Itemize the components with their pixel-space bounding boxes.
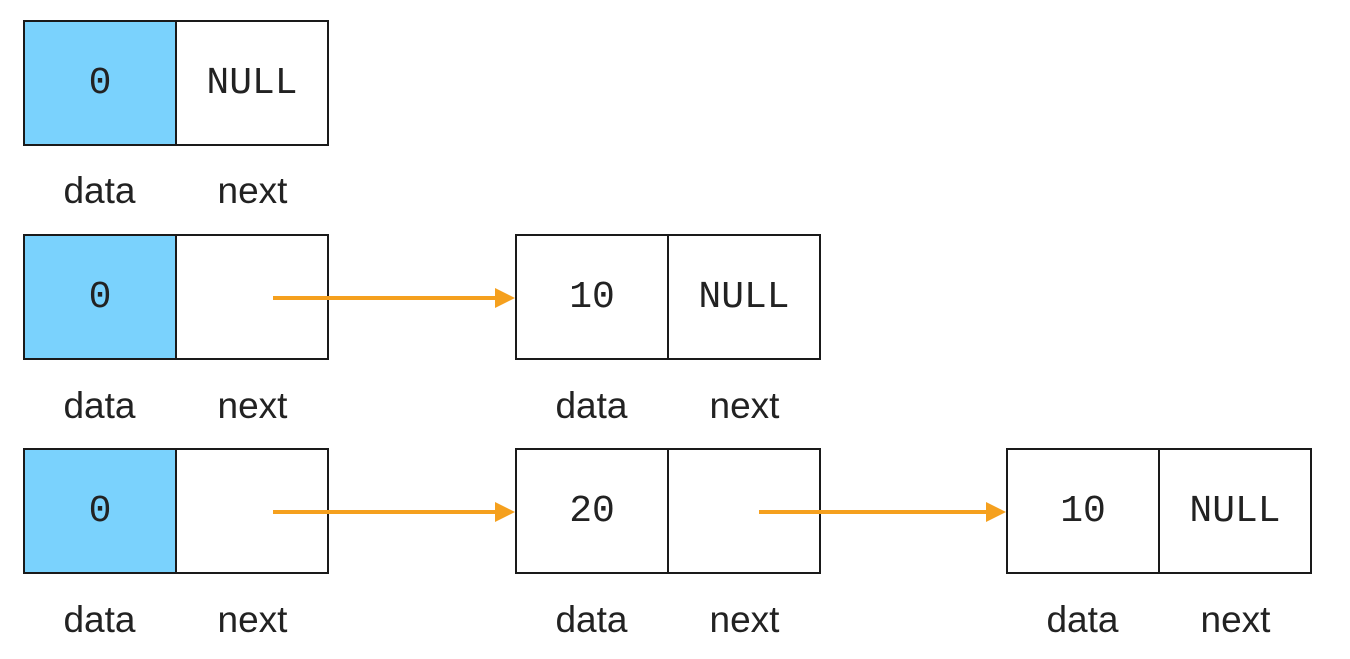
next-field-label: next	[217, 385, 288, 426]
node-data-cell: 0	[25, 450, 175, 572]
list-node: 10 NULL	[1006, 448, 1312, 574]
list-node: 0	[23, 234, 329, 360]
next-field-label: next	[1200, 599, 1271, 640]
node-field-labels: data next	[515, 595, 821, 645]
node-field-labels: data next	[515, 381, 821, 431]
node-data-cell: 20	[569, 489, 615, 533]
node-field-labels: data next	[23, 166, 329, 216]
node-data-cell: 0	[25, 22, 175, 144]
node-next-cell	[175, 450, 327, 572]
data-field-label: data	[1046, 599, 1119, 640]
node-data-cell: 10	[1060, 489, 1106, 533]
list-node: 10 NULL	[515, 234, 821, 360]
node-next-cell	[667, 450, 819, 572]
node-field-labels: data next	[23, 595, 329, 645]
data-field-label: data	[555, 385, 628, 426]
node-next-cell: NULL	[175, 22, 327, 144]
node-field-labels: data next	[1006, 595, 1312, 645]
node-next-cell: NULL	[1158, 450, 1310, 572]
next-field-label: next	[217, 170, 288, 211]
data-field-label: data	[63, 385, 136, 426]
node-next-cell: NULL	[667, 236, 819, 358]
data-field-label: data	[63, 170, 136, 211]
next-field-label: next	[217, 599, 288, 640]
list-node: 0 NULL	[23, 20, 329, 146]
data-field-label: data	[555, 599, 628, 640]
next-field-label: next	[709, 385, 780, 426]
next-field-label: next	[709, 599, 780, 640]
list-node: 20	[515, 448, 821, 574]
data-field-label: data	[63, 599, 136, 640]
node-next-cell	[175, 236, 327, 358]
node-field-labels: data next	[23, 381, 329, 431]
list-node: 0	[23, 448, 329, 574]
node-data-cell: 10	[569, 275, 615, 319]
node-data-cell: 0	[25, 236, 175, 358]
